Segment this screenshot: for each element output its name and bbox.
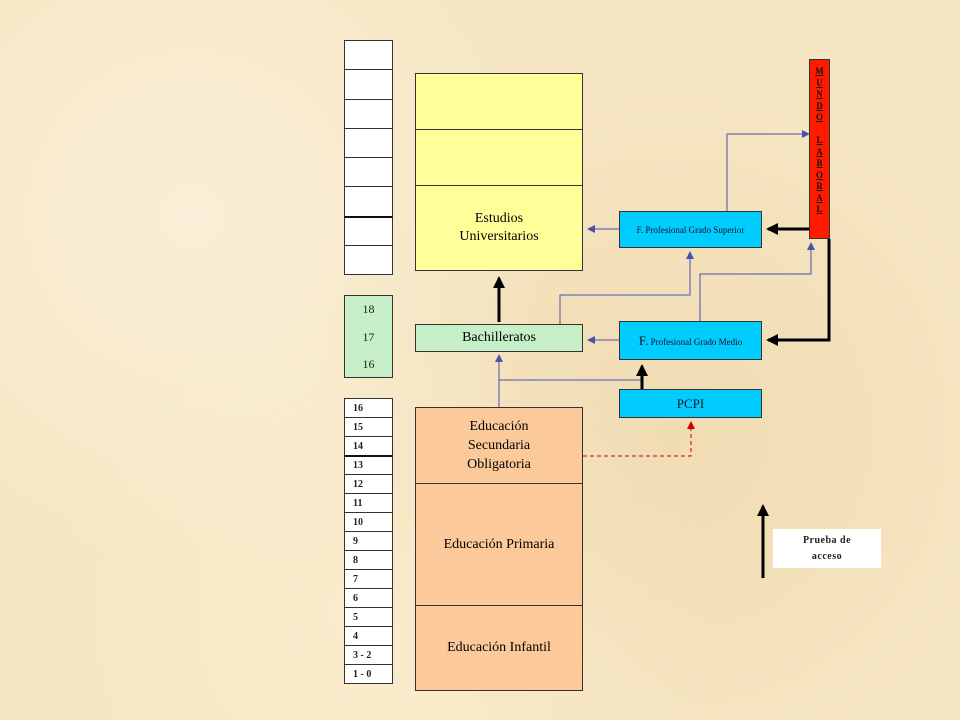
- mundo-laboral-letter: U: [816, 77, 823, 88]
- bachilleratos-label: Bachilleratos: [462, 330, 536, 345]
- mundo-laboral-letter: O: [815, 112, 823, 122]
- age-row-university: [344, 244, 393, 275]
- mundo-laboral-letter: M: [815, 66, 824, 76]
- infantil-box: Educación Infantil: [415, 605, 583, 691]
- mundo-laboral-letter: D: [816, 100, 823, 111]
- mundo-laboral-letter: N: [816, 89, 823, 99]
- university-row-1: [415, 73, 583, 130]
- mundo-laboral-letter: R: [816, 181, 823, 191]
- age-row-university: [344, 127, 393, 158]
- fp-medio-prefix: F.: [638, 332, 649, 348]
- estudios-universitarios-box: Estudios Universitarios: [415, 185, 583, 271]
- age-row-compulsory: 16: [344, 398, 393, 418]
- eso-label: Educación Secundaria Obligatoria: [467, 419, 531, 472]
- age-row-university: [344, 40, 393, 71]
- age-row-compulsory: 1 - 0: [344, 664, 393, 684]
- mundo-laboral-letter: L: [816, 204, 823, 214]
- eso-box: Educación Secundaria Obligatoria: [415, 407, 583, 484]
- fp-superior-box: F. Profesional Grado Superior: [619, 211, 762, 248]
- infantil-label: Educación Infantil: [447, 640, 551, 655]
- pcpi-label: PCPI: [676, 395, 705, 411]
- fp-superior-label: F. Profesional Grado Superior: [636, 224, 745, 235]
- age-column-university: [344, 40, 393, 275]
- age-bachillerato-17: 17: [344, 322, 393, 352]
- legend-label-box: Prueba de acceso: [773, 529, 881, 568]
- legend-label: Prueba de acceso: [802, 534, 852, 562]
- age-row-university: [344, 69, 393, 100]
- arrow-fp-superior-to-laboral: [726, 130, 810, 211]
- pcpi-box: PCPI: [619, 389, 762, 418]
- arrow-eso-to-pcpi: [583, 421, 695, 457]
- age-row-university: [344, 215, 393, 246]
- estudios-universitarios-label: Estudios Universitarios: [459, 211, 539, 244]
- mundo-laboral-letter: A: [816, 192, 823, 203]
- fp-medio-label: F. Profesional Grado Medio: [639, 332, 742, 350]
- bachilleratos-box: Bachilleratos: [415, 324, 583, 352]
- age-bachillerato-16: 16: [344, 352, 393, 378]
- age-bachillerato-18: 18: [344, 295, 393, 322]
- fp-medio-box: F. Profesional Grado Medio: [619, 321, 762, 360]
- mundo-laboral-letter: B: [816, 158, 823, 168]
- mundo-laboral-letter: L: [816, 135, 823, 145]
- fp-medio-rest: Profesional Grado Medio: [648, 336, 743, 347]
- mundo-laboral-letter: A: [816, 146, 823, 157]
- mundo-laboral-letter: O: [815, 169, 823, 180]
- age-row-compulsory: 6: [344, 588, 393, 608]
- arrow-fp-medio-to-laboral: [699, 242, 815, 321]
- access-arrow-laboral-to-fp-medio: [766, 239, 831, 346]
- primaria-box: Educación Primaria: [415, 483, 583, 606]
- primaria-label: Educación Primaria: [443, 536, 555, 552]
- arrow-bachillerato-to-fp-superior: [559, 251, 694, 324]
